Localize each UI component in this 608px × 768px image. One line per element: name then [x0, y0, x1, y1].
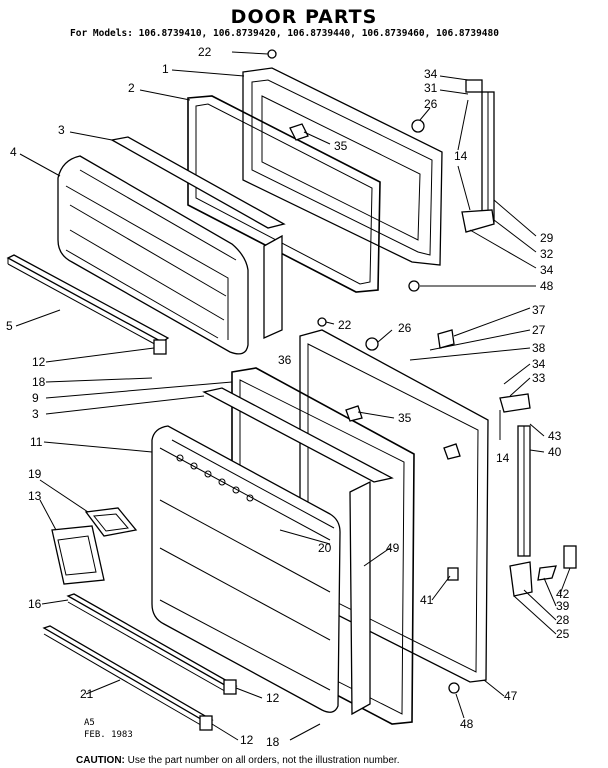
- freezer-liner-plate: [263, 234, 283, 340]
- callout-14: 14: [454, 149, 468, 163]
- freezer-shelf-rail: [6, 254, 170, 355]
- door-stop-48-lower: [448, 682, 460, 694]
- door-handle-clip-35-lower-a: [345, 405, 363, 422]
- door-handle-clip-35-lower-b: [443, 443, 461, 460]
- callout-26: 26: [424, 97, 438, 111]
- top-hinge-cap: [465, 79, 483, 93]
- callout-37: 37: [532, 303, 546, 317]
- door-stop-26-upper: [411, 119, 425, 133]
- callout-3: 3: [58, 123, 65, 137]
- callout-3: 3: [32, 407, 39, 421]
- screw-22-lower: [317, 317, 327, 327]
- part-37-block: [437, 329, 455, 349]
- fresh-food-inner-liner: [151, 425, 341, 713]
- rail-end-cap-12b: [199, 715, 213, 731]
- callout-34: 34: [424, 67, 438, 81]
- callout-26: 26: [398, 321, 412, 335]
- upper-hinge-bar: [481, 91, 495, 223]
- caution-text: Use the part number on all orders, not t…: [127, 755, 400, 766]
- callout-14: 14: [496, 451, 510, 465]
- callout-16: 16: [28, 597, 42, 611]
- door-stop-48-upper: [408, 280, 420, 292]
- upper-hinge-bracket: [461, 209, 495, 233]
- callout-11: 11: [30, 435, 43, 449]
- fresh-food-breaker-strip: [202, 387, 394, 483]
- callout-34: 34: [532, 357, 546, 371]
- date-code-line-1: A5: [84, 718, 95, 728]
- callout-27: 27: [532, 323, 546, 337]
- part-41-clip: [447, 567, 459, 581]
- freezer-door-gasket: [187, 95, 381, 293]
- callout-40: 40: [548, 445, 562, 459]
- rail-end-cap-12a: [223, 679, 237, 695]
- callout-21: 21: [80, 687, 94, 701]
- date-code-line-2: FEB. 1983: [84, 730, 133, 740]
- door-stop-26-lower: [365, 337, 379, 351]
- freezer-inner-liner: [57, 155, 249, 355]
- callout-22: 22: [338, 318, 352, 332]
- diagram-title: DOOR PARTS: [230, 6, 378, 28]
- liner-dairy-compartment: [176, 454, 254, 502]
- callout-9: 9: [32, 391, 39, 405]
- callout-13: 13: [28, 489, 42, 503]
- hinge-clip-39: [537, 565, 557, 581]
- leader-lines: [15, 51, 571, 741]
- callout-12: 12: [240, 733, 254, 747]
- callout-25: 25: [556, 627, 570, 641]
- callout-18: 18: [266, 735, 280, 749]
- callout-41: 41: [420, 593, 434, 607]
- callout-19: 19: [28, 467, 42, 481]
- callout-29: 29: [540, 231, 554, 245]
- freezer-outer-door-panel: [242, 67, 443, 266]
- callout-5: 5: [6, 319, 13, 333]
- callout-49: 49: [386, 541, 400, 555]
- caution-note: CAUTION: Use the part number on all orde…: [76, 755, 399, 766]
- callout-36: 36: [278, 353, 292, 367]
- callout-12: 12: [266, 691, 280, 705]
- callout-47: 47: [504, 689, 518, 703]
- callout-33: 33: [532, 371, 546, 385]
- callout-1: 1: [162, 62, 169, 76]
- lower-hinge-bar: [517, 425, 531, 557]
- callout-48: 48: [540, 279, 554, 293]
- callout-12: 12: [32, 355, 46, 369]
- callout-20: 20: [318, 541, 332, 555]
- caution-label: CAUTION:: [76, 755, 125, 766]
- callout-34: 34: [540, 263, 554, 277]
- callout-32: 32: [540, 247, 554, 261]
- callout-38: 38: [532, 341, 546, 355]
- lower-hinge-bracket: [499, 393, 531, 413]
- hinge-pin-42: [563, 545, 577, 569]
- fresh-food-side-plate: [349, 480, 371, 716]
- callout-39: 39: [556, 599, 570, 613]
- callout-48: 48: [460, 717, 474, 731]
- bottom-hinge: [509, 561, 533, 597]
- callout-35: 35: [334, 139, 348, 153]
- freezer-breaker-strip: [110, 136, 286, 229]
- screw-22-upper: [267, 49, 277, 59]
- callout-4: 4: [10, 145, 17, 159]
- callout-2: 2: [128, 81, 135, 95]
- callout-28: 28: [556, 613, 570, 627]
- fresh-food-shelf-rail-21: [42, 625, 214, 729]
- door-handle-clip-35-upper: [289, 123, 309, 141]
- callout-31: 31: [424, 81, 438, 95]
- callout-42: 42: [556, 587, 570, 601]
- callout-43: 43: [548, 429, 562, 443]
- dairy-door-bin: [51, 525, 105, 585]
- callout-22: 22: [198, 45, 212, 59]
- models-line: For Models: 106.8739410, 106.8739420, 10…: [70, 28, 499, 39]
- callout-35: 35: [398, 411, 412, 425]
- callout-18: 18: [32, 375, 46, 389]
